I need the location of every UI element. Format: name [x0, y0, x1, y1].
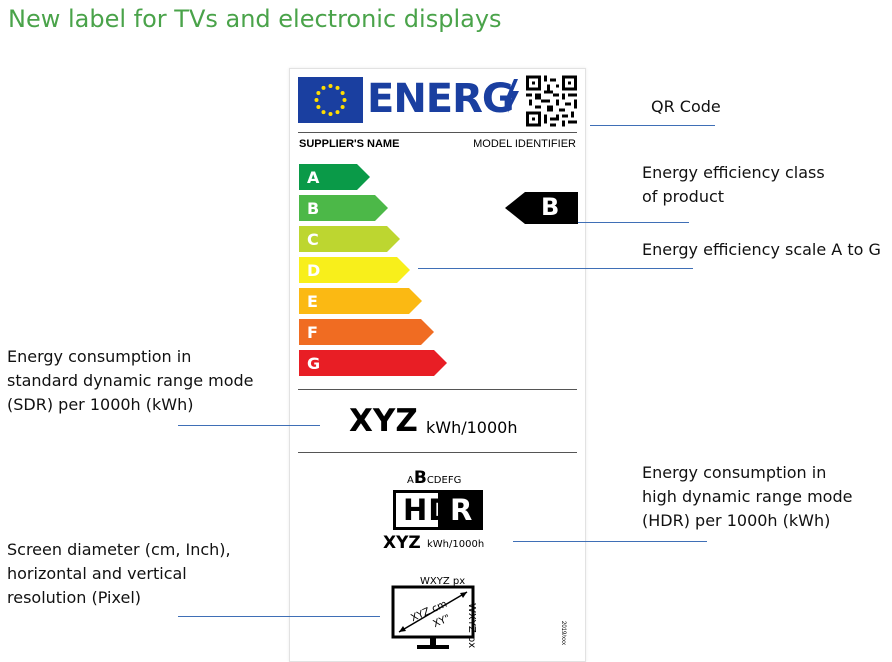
scale-letter: C [307, 230, 319, 249]
divider [298, 389, 577, 390]
hdr-consumption-value: XYZ [383, 533, 421, 553]
product-class-arrow: B [505, 192, 578, 224]
hdr-logo-text-r: R [450, 493, 474, 527]
hdr-logo: HD R [393, 490, 483, 530]
eu-flag-icon [298, 77, 363, 123]
leader-screen [178, 616, 380, 617]
hdr-class-scale: ABCDEFG [407, 468, 462, 488]
leader-scale [418, 268, 693, 269]
qr-code-icon [526, 75, 577, 127]
callout-sdr: Energy consumption in standard dynamic r… [7, 347, 254, 414]
scale-bar-c: C [299, 226, 400, 252]
sdr-consumption-unit: kWh/1000h [426, 418, 518, 437]
hdr-consumption-unit: kWh/1000h [427, 539, 485, 550]
sdr-consumption-value: XYZ [349, 403, 418, 439]
scale-bar-g: G [299, 350, 447, 376]
product-class-letter: B [541, 193, 560, 221]
scale-letter: G [307, 354, 321, 373]
page-title: New label for TVs and electronic display… [8, 5, 502, 33]
hdr-class-highlight: B [413, 468, 427, 488]
scale-letter: D [307, 261, 321, 280]
leader-qr [590, 125, 715, 126]
energy-wordmark: ENERG [367, 76, 515, 122]
callout-scale: Energy efficiency scale A to G [642, 240, 881, 259]
scale-letter: B [307, 199, 320, 218]
callout-hdr: Energy consumption in high dynamic range… [642, 463, 853, 530]
regulation-number: 2019/xxx [560, 621, 566, 646]
scale-bar-e: E [299, 288, 422, 314]
scale-letter: E [307, 292, 318, 311]
leader-hdr [513, 541, 707, 542]
horizontal-resolution: WXYZ px [420, 576, 466, 587]
scale-letter: F [307, 323, 318, 342]
callout-screen: Screen diameter (cm, Inch), horizontal a… [7, 540, 231, 607]
scale-bar-b: B [299, 195, 388, 221]
divider [298, 452, 577, 453]
scale-bar-d: D [299, 257, 410, 283]
supplier-name: SUPPLIER'S NAME [299, 138, 400, 150]
leader-sdr [178, 425, 320, 426]
callout-qr: QR Code [651, 97, 721, 116]
header-divider [298, 132, 577, 133]
scale-bar-a: A [299, 164, 370, 190]
hdr-logo-text: HD [403, 493, 454, 527]
energy-label: ENERG [289, 68, 586, 662]
tv-icon [391, 585, 475, 655]
scale-bar-f: F [299, 319, 434, 345]
leader-class [578, 222, 689, 223]
scale-letter: A [307, 168, 320, 187]
bolt-icon [504, 79, 520, 113]
callout-class: Energy efficiency class of product [642, 163, 825, 206]
model-identifier: MODEL IDENTIFIER [473, 138, 576, 150]
